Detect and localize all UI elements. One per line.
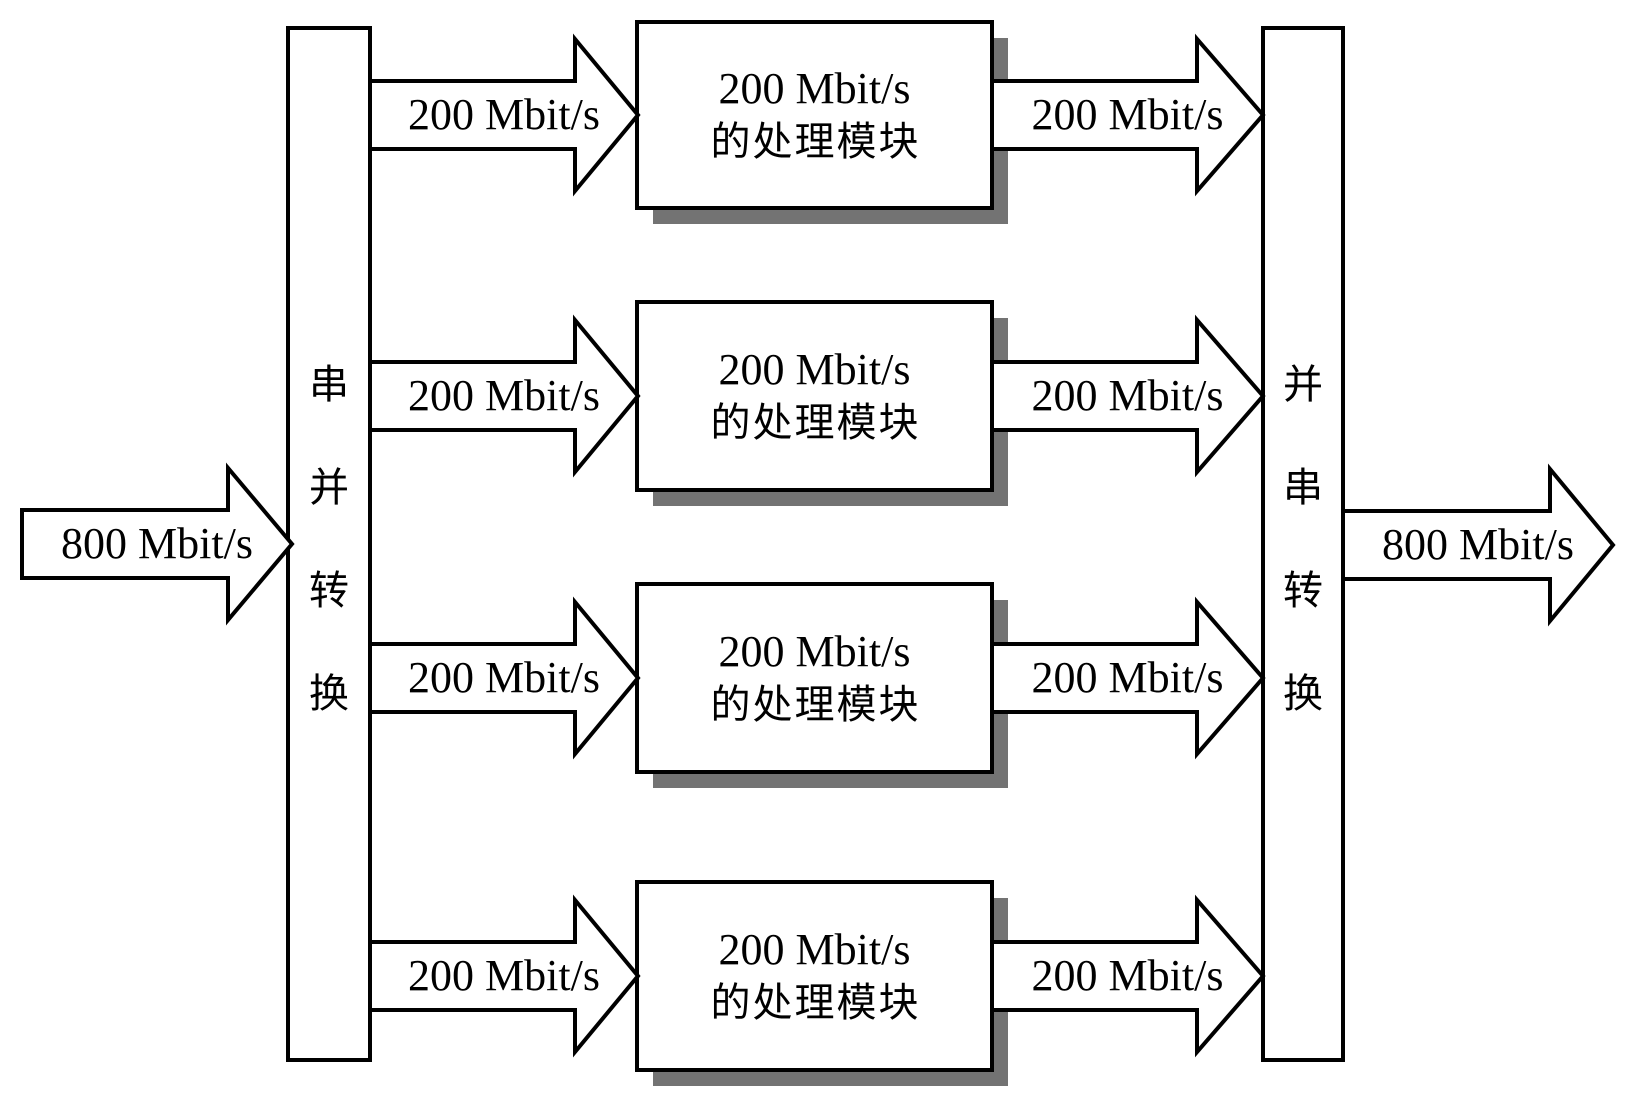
processing-module-box-4 (635, 880, 994, 1072)
branch-in-arrow-4 (368, 894, 641, 1058)
input-arrow (20, 462, 295, 626)
parallel-to-serial-box (1261, 26, 1345, 1062)
branch-out-label-3: 200 Mbit/s (1031, 653, 1224, 702)
serial-to-parallel-label: 串并转换 (309, 362, 349, 716)
module-rate-label-3: 200 Mbit/s (718, 627, 911, 676)
processing-module-box-3 (635, 582, 994, 774)
module-name-label-3: 的处理模块 (710, 682, 921, 727)
output-arrow (1341, 463, 1616, 627)
processing-module-text-2: 200 Mbit/s 的处理模块 (637, 302, 992, 490)
serial-to-parallel-box (286, 26, 372, 1062)
branch-in-label-4: 200 Mbit/s (408, 951, 600, 1000)
branch-out-arrow-4 (990, 894, 1266, 1058)
module-rate-label-4: 200 Mbit/s (718, 925, 911, 974)
branch-out-arrow-2 (990, 314, 1266, 478)
module-name-label-2: 的处理模块 (710, 400, 921, 445)
branch-in-label-1: 200 Mbit/s (408, 90, 600, 139)
input-arrow-label: 800 Mbit/s (61, 519, 253, 568)
branch-out-label-1: 200 Mbit/s (1031, 90, 1224, 139)
branch-in-arrow-1 (368, 33, 641, 197)
module-name-label-1: 的处理模块 (710, 119, 921, 164)
branch-out-arrow-3 (990, 596, 1266, 760)
processing-module-box-1 (635, 20, 994, 210)
module-name-label-4: 的处理模块 (710, 980, 921, 1025)
module-rate-label-2: 200 Mbit/s (718, 345, 911, 394)
branch-in-label-2: 200 Mbit/s (408, 371, 600, 420)
processing-module-text-1: 200 Mbit/s 的处理模块 (637, 22, 992, 208)
module-rate-label-1: 200 Mbit/s (718, 64, 911, 113)
branch-in-arrow-3 (368, 596, 641, 760)
branch-in-label-3: 200 Mbit/s (408, 653, 600, 702)
processing-module-text-3: 200 Mbit/s 的处理模块 (637, 584, 992, 772)
parallel-to-serial-label: 并串转换 (1283, 362, 1323, 716)
output-arrow-label: 800 Mbit/s (1382, 520, 1574, 569)
branch-out-arrow-1 (990, 33, 1266, 197)
processing-module-text-4: 200 Mbit/s 的处理模块 (637, 882, 992, 1070)
branch-out-label-2: 200 Mbit/s (1031, 371, 1224, 420)
branch-in-arrow-2 (368, 314, 641, 478)
processing-module-box-2 (635, 300, 994, 492)
branch-out-label-4: 200 Mbit/s (1031, 951, 1224, 1000)
